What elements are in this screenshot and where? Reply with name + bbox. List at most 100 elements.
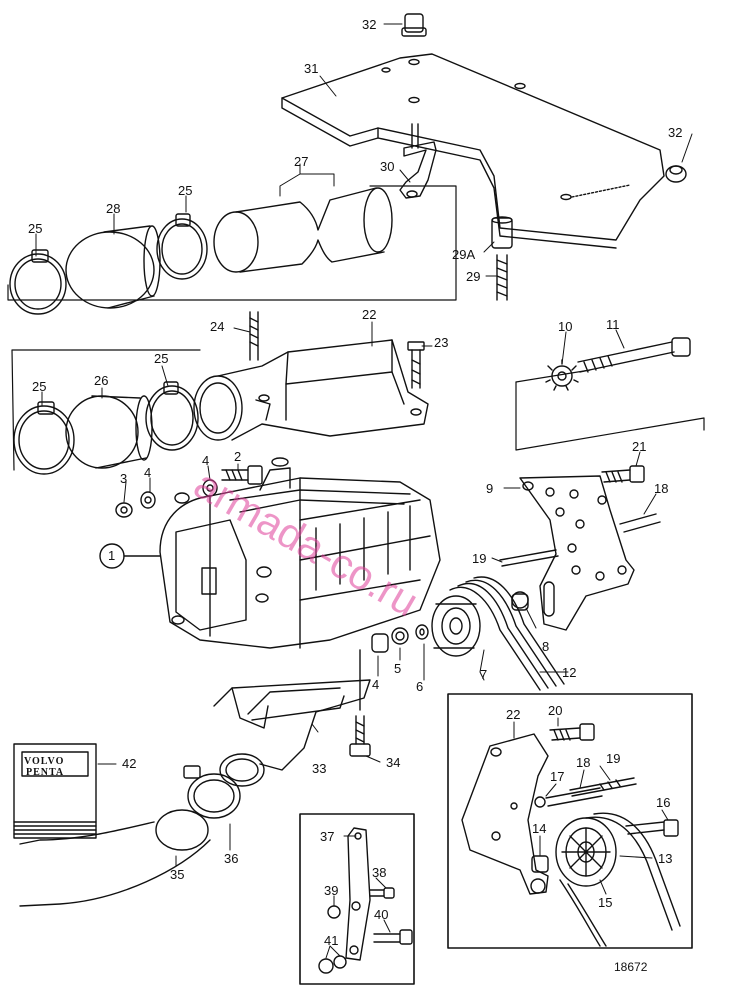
callout-30: 30 [380,159,395,174]
nut-washer-41 [318,955,347,974]
cap-nut-right [665,165,687,183]
callout-21: 22 [506,707,521,722]
stud-18 [619,513,661,533]
spacer-6 [391,627,409,645]
drive-belt [559,812,681,947]
callout-4: 4 [144,465,152,480]
callout-25: 25 [28,221,43,236]
leader-lines [35,23,693,959]
stud-18 [545,787,603,807]
callout-19: 19 [472,551,487,566]
bolt-12 [577,337,691,373]
spacer-9 [511,591,529,611]
callout-35: 35 [170,867,185,882]
hose-35 [19,809,211,907]
bolt-2 [221,465,263,485]
intake-manifold [193,339,429,441]
detail-box-left [299,813,415,985]
callout-22: 22 [362,307,377,322]
bracket-10 [519,475,635,631]
washer [415,624,429,640]
washer [534,796,546,808]
callout-13: 13 [658,851,673,866]
spacer-29a [491,216,513,249]
callout-40: 40 [374,907,389,922]
callout-25: 25 [178,183,193,198]
callout-37: 37 [320,829,335,844]
callout-36: 36 [224,851,239,866]
callout-27: 27 [294,154,309,169]
callout-42: 42 [122,756,137,771]
callout-32: 32 [362,17,377,32]
stud-19 [569,777,637,797]
callout-4: 4 [202,453,210,468]
callout-25: 25 [32,379,47,394]
hose-28 [65,225,161,309]
spacer-5 [371,633,389,653]
callout-25: 25 [154,351,169,366]
callout-18: 18 [576,755,591,770]
callout-28: 28 [106,201,121,216]
callout-38: 38 [372,865,387,880]
figure-number: 18672 [614,960,648,974]
callout-1: 1 [108,548,116,563]
washer [140,491,156,509]
stud-29 [496,254,508,301]
stud-19 [499,549,559,567]
callout-29: 29 [466,269,481,284]
callout-32: 32 [668,125,683,140]
callout-23: 23 [434,335,449,350]
hose-clamp [156,213,208,280]
bolt-16 [625,819,679,837]
callout-14: 14 [532,821,547,836]
callout-19: 19 [606,751,621,766]
hose-26 [65,395,153,469]
callout-33: 33 [312,761,327,776]
bolt-23 [407,341,425,389]
callout-26: 26 [94,373,109,388]
callout-5: 4 [372,677,380,692]
callout-6: 5 [394,661,402,676]
callout-18: 18 [654,481,669,496]
bolt-20 [549,723,595,741]
bolt-40 [373,929,413,945]
cap-nut-top [401,13,427,37]
callout-8: 7 [480,667,488,682]
callout-34: 34 [386,755,401,770]
outlet-elbow [213,679,371,787]
bracket-30 [399,123,437,199]
hose-clamp [9,249,67,315]
callout-3: 3 [120,471,128,486]
callout-29a: 29A [452,247,476,262]
detail-box-right [447,693,693,949]
callout-24: 24 [210,319,225,334]
callout-7: 6 [416,679,424,694]
callout-20: 20 [548,703,563,718]
hose-clamp [183,765,241,819]
nut-39 [327,905,341,919]
manual-brand-line2: PENTA [26,767,65,778]
bolt-20 [601,465,645,483]
callout-39: 39 [324,883,339,898]
bolt-34 [349,715,371,757]
drive-belt [449,576,565,691]
callout-20: 21 [632,439,647,454]
callout-41: 41 [324,933,339,948]
callout-13: 12 [562,665,577,680]
callout-2: 2 [234,449,242,464]
pulley-15 [555,817,617,887]
pulley-8 [431,595,481,657]
manual-brand-line1: VOLVO [24,756,65,767]
hose-clamp [145,381,199,451]
callout-31: 31 [304,61,319,76]
bolt-38 [369,887,395,899]
callout-11: 10 [558,319,573,334]
callout-12: 11 [606,317,620,332]
cover-plate [281,53,665,249]
bracket-37 [345,827,371,961]
callout-15: 15 [598,895,613,910]
stud-24 [249,311,259,361]
hose-27 [213,187,393,273]
callout-10: 9 [486,481,494,496]
